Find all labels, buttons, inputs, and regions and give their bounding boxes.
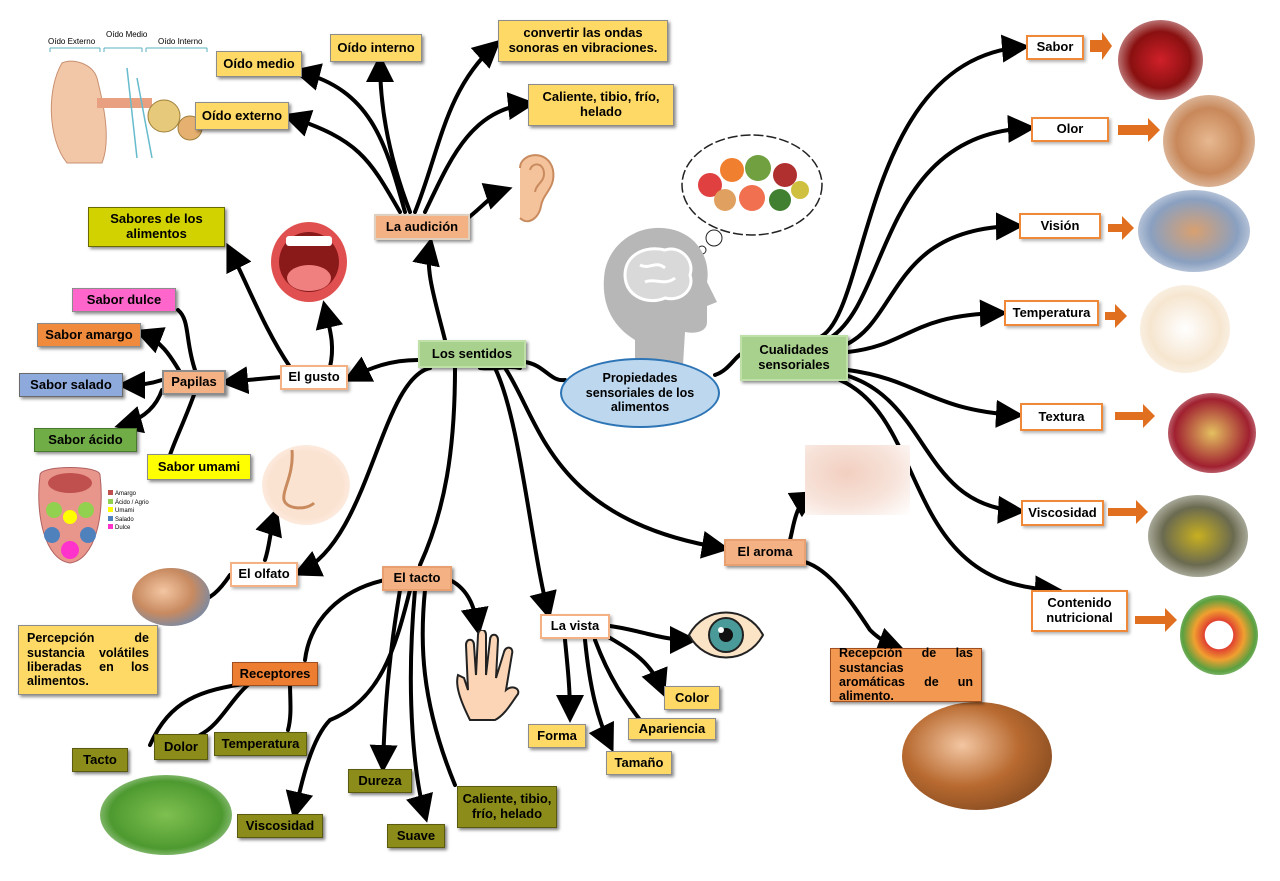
node-temperatura-tacto[interactable]: Temperatura bbox=[214, 732, 307, 756]
grass-photo bbox=[100, 775, 232, 855]
legend-item-acido: Ácido / Agrio bbox=[108, 498, 149, 508]
node-dolor[interactable]: Dolor bbox=[154, 734, 208, 760]
center-topic[interactable]: Propiedades sensoriales de los alimentos bbox=[560, 358, 720, 428]
legend-label: Ácido / Agrio bbox=[115, 499, 149, 506]
node-forma[interactable]: Forma bbox=[528, 724, 586, 748]
node-percepcion-volatiles[interactable]: Percepción de sustancia volátiles libera… bbox=[18, 625, 158, 695]
head-brain-icon bbox=[595, 220, 720, 365]
ear-label-externo: Oído Externo bbox=[48, 37, 96, 46]
node-viscosidad-tacto[interactable]: Viscosidad bbox=[237, 814, 323, 838]
tongue-map: Amargo Ácido / Agrio Umami Salado Dulce bbox=[30, 465, 160, 565]
ear-icon bbox=[508, 148, 558, 226]
viscosidad-photo bbox=[1148, 495, 1248, 577]
contenido-photo bbox=[1180, 595, 1258, 675]
vision-photo bbox=[1138, 190, 1250, 272]
ear-label-medio: Oído Medio bbox=[106, 30, 148, 39]
ear-anatomy-diagram: Oído Externo Oído Medio Oído Interno bbox=[42, 28, 210, 170]
node-sabor-acido[interactable]: Sabor ácido bbox=[34, 428, 137, 452]
node-sabor-amargo[interactable]: Sabor amargo bbox=[37, 323, 141, 347]
node-caliente-tibio[interactable]: Caliente, tibio, frío, helado bbox=[528, 84, 674, 126]
node-viscosidad[interactable]: Viscosidad bbox=[1021, 500, 1104, 526]
woman-eating-photo bbox=[902, 702, 1052, 810]
olor-photo bbox=[1163, 95, 1255, 187]
node-vision[interactable]: Visión bbox=[1019, 213, 1101, 239]
node-el-aroma[interactable]: El aroma bbox=[724, 539, 806, 566]
node-contenido-nutricional[interactable]: Contenido nutricional bbox=[1031, 590, 1128, 632]
node-tamano[interactable]: Tamaño bbox=[606, 751, 672, 775]
legend-label: Umami bbox=[115, 508, 134, 514]
orange-arrows bbox=[1090, 32, 1177, 632]
node-sabores-alimentos[interactable]: Sabores de los alimentos bbox=[88, 207, 225, 247]
node-color[interactable]: Color bbox=[664, 686, 720, 710]
legend-item-umami: Umami bbox=[108, 507, 149, 516]
nose-icon bbox=[262, 445, 350, 525]
node-el-tacto[interactable]: El tacto bbox=[382, 566, 452, 591]
textura-photo bbox=[1168, 393, 1256, 473]
node-apariencia[interactable]: Apariencia bbox=[628, 718, 716, 740]
eye-icon bbox=[685, 600, 767, 670]
tongue-legend: Amargo Ácido / Agrio Umami Salado Dulce bbox=[108, 490, 149, 533]
hub-cualidades-sensoriales[interactable]: Cualidades sensoriales bbox=[740, 335, 848, 381]
node-sabor-umami[interactable]: Sabor umami bbox=[147, 454, 251, 480]
node-recepcion-aromaticas[interactable]: Recepción de las sustancias aromáticas d… bbox=[830, 646, 982, 703]
node-el-olfato[interactable]: El olfato bbox=[230, 562, 298, 587]
node-oido-externo[interactable]: Oído externo bbox=[195, 102, 289, 130]
legend-label: Dulce bbox=[115, 525, 131, 531]
hub-los-sentidos[interactable]: Los sentidos bbox=[418, 340, 526, 368]
hand-icon bbox=[450, 628, 525, 722]
node-la-audicion[interactable]: La audición bbox=[374, 214, 470, 240]
nasal-anatomy-image bbox=[805, 445, 910, 515]
legend-item-amargo: Amargo bbox=[108, 490, 149, 499]
legend-label: Amargo bbox=[115, 491, 137, 497]
node-el-gusto[interactable]: El gusto bbox=[280, 365, 348, 390]
sabor-photo bbox=[1118, 20, 1203, 100]
node-oido-interno[interactable]: Oído interno bbox=[330, 34, 422, 62]
node-receptores[interactable]: Receptores bbox=[232, 662, 318, 686]
woman-smelling-photo bbox=[132, 568, 210, 626]
legend-item-dulce: Dulce bbox=[108, 524, 149, 533]
food-thought-bubble bbox=[680, 130, 825, 255]
node-olor[interactable]: Olor bbox=[1031, 117, 1109, 142]
mouth-icon bbox=[268, 220, 350, 305]
node-sabor-dulce[interactable]: Sabor dulce bbox=[72, 288, 176, 312]
node-sabor[interactable]: Sabor bbox=[1026, 35, 1084, 60]
node-papilas[interactable]: Papilas bbox=[162, 370, 226, 395]
legend-label: Salado bbox=[115, 516, 134, 523]
node-caliente-tibio-tacto[interactable]: Caliente, tibio, frío, helado bbox=[457, 786, 557, 828]
legend-item-salado: Salado bbox=[108, 515, 149, 525]
node-temperatura[interactable]: Temperatura bbox=[1004, 300, 1099, 326]
node-tacto[interactable]: Tacto bbox=[72, 748, 128, 772]
temperatura-photo bbox=[1140, 285, 1230, 373]
ear-label-interno: Oído Interno bbox=[158, 37, 203, 46]
node-dureza[interactable]: Dureza bbox=[348, 769, 412, 793]
node-oido-medio[interactable]: Oído medio bbox=[216, 51, 302, 77]
node-textura[interactable]: Textura bbox=[1020, 403, 1103, 431]
node-la-vista[interactable]: La vista bbox=[540, 614, 610, 639]
node-suave[interactable]: Suave bbox=[387, 824, 445, 848]
node-sabor-salado[interactable]: Sabor salado bbox=[19, 373, 123, 397]
node-convertir-ondas[interactable]: convertir las ondas sonoras en vibracion… bbox=[498, 20, 668, 62]
